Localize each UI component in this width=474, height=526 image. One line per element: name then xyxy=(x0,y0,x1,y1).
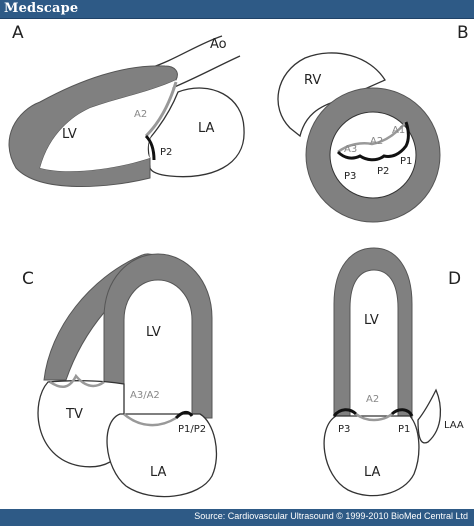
lv-label-c: LV xyxy=(146,325,161,340)
anterior-leaflet-a2-d xyxy=(355,412,393,422)
leaflet-a2-a xyxy=(144,81,178,138)
tv-label-c: TV xyxy=(65,407,83,422)
header-bar: Medscape xyxy=(0,0,474,19)
leaflet-p2-a xyxy=(144,134,156,161)
panel-c-letter: C xyxy=(22,269,34,289)
lv-label-a: LV xyxy=(62,127,77,142)
lv-label-d: LV xyxy=(364,313,379,328)
left-atrium-d xyxy=(323,415,420,497)
la-label-a: LA xyxy=(198,121,215,136)
footer-bar: Source: Cardiovascular Ultrasound © 1999… xyxy=(0,509,474,526)
ao-label: Ao xyxy=(210,37,227,52)
p1-label-b: P1 xyxy=(400,156,412,167)
anterior-leaflet-b xyxy=(337,121,407,154)
mitral-orifice-b xyxy=(334,128,411,182)
p2-label-a: P2 xyxy=(160,147,172,158)
panel-a-letter: A xyxy=(12,23,24,43)
a2-label-d: A2 xyxy=(366,394,379,405)
la-label-d: LA xyxy=(364,465,381,480)
p3-label-b: P3 xyxy=(344,171,356,182)
lv-wall-d xyxy=(333,247,413,419)
la-label-c: LA xyxy=(150,465,167,480)
lv-cavity-a xyxy=(40,80,176,172)
echo-diagram: A Ao LA LV A2 P2 B RV A1 A xyxy=(8,23,469,498)
p3-label-d: P3 xyxy=(338,424,350,435)
anterior-leaflet-c xyxy=(123,413,177,427)
panel-d-letter: D xyxy=(448,269,461,289)
panel-b-letter: B xyxy=(457,23,469,43)
a3a2-label-c: A3/A2 xyxy=(130,390,160,401)
right-atrium-c xyxy=(37,380,125,468)
p1-label-d: P1 xyxy=(398,424,410,435)
posterior-leaflet-p1-d xyxy=(390,408,414,417)
a2-label-b: A2 xyxy=(370,136,383,147)
panel-b: B RV A1 A2 A3 P1 P2 P3 xyxy=(277,23,469,223)
a1-label-b: A1 xyxy=(392,125,405,136)
source-credit: Source: Cardiovascular Ultrasound © 1999… xyxy=(194,511,468,521)
laa-label-d: LAA xyxy=(444,420,464,431)
posterior-leaflet-b xyxy=(336,121,410,162)
panel-d: D LV LA LAA A2 P3 P1 xyxy=(323,247,464,497)
panel-c: C LV TV LA A3/A2 P1/P2 xyxy=(22,253,218,498)
panel-a: A Ao LA LV A2 P2 xyxy=(8,23,245,188)
brand-logo: Medscape xyxy=(4,1,79,16)
tricuspid-leaflets-c xyxy=(49,373,105,389)
posterior-leaflet-c xyxy=(174,410,194,420)
p1p2-label-c: P1/P2 xyxy=(178,424,206,435)
posterior-leaflet-p3-d xyxy=(332,408,358,417)
left-atrium-c xyxy=(106,413,218,498)
right-ventricle-b xyxy=(277,52,386,138)
a2-label-a: A2 xyxy=(134,109,147,120)
left-atrium-a xyxy=(147,87,245,178)
rv-label-b: RV xyxy=(304,73,321,88)
p2-label-b: P2 xyxy=(377,166,389,177)
lv-wall-c xyxy=(103,253,213,419)
a3-label-b: A3 xyxy=(344,144,357,155)
left-atrial-appendage-d xyxy=(417,388,441,444)
